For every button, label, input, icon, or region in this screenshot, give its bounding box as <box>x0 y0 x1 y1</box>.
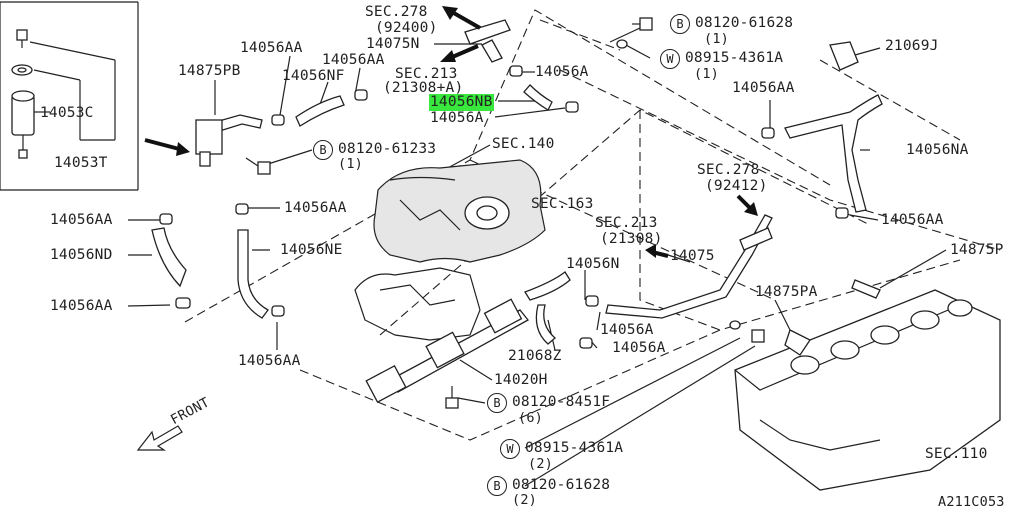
label-14056AA-right-mid: 14056AA <box>881 212 944 228</box>
bolt-symbol-b-top: B <box>670 14 690 34</box>
label-sec140: SEC.140 <box>492 136 555 152</box>
label-14056A-top: 14056A <box>535 64 589 80</box>
washer-symbol-w-bottom: W <box>500 439 520 459</box>
label-sec110: SEC.110 <box>925 446 988 462</box>
lower-manifold-outline <box>354 267 481 341</box>
label-14053T: 14053T <box>54 155 108 171</box>
label-14056A-mid-b: 14056A <box>612 340 666 356</box>
label-sec163: SEC.163 <box>531 196 594 212</box>
label-14056AA-bottom-left: 14056AA <box>238 353 301 369</box>
label-14056A-mid-a: 14056A <box>600 322 654 338</box>
label-14053C: 14053C <box>40 105 94 121</box>
label-14056AA-top-left: 14056AA <box>240 40 303 56</box>
label-14875PA: 14875PA <box>755 284 818 300</box>
direction-arrows <box>144 6 758 258</box>
label-14075: 14075 <box>670 248 715 264</box>
label-08120-8451F: 08120-8451F <box>512 394 611 410</box>
cylinder-head-sec110 <box>734 289 1001 491</box>
label-21068Z: 21068Z <box>508 348 562 364</box>
washer-symbol-w-top: W <box>660 49 680 69</box>
label-14875P: 14875P <box>950 242 1004 258</box>
label-qty-1-c: (1) <box>694 66 719 82</box>
label-08120-61628-bottom: 08120-61628 <box>512 477 611 493</box>
label-sec278-top: SEC.278 <box>365 4 428 20</box>
label-14075N: 14075N <box>366 36 420 52</box>
label-qty-6: (6) <box>518 410 543 426</box>
label-21308: (21308) <box>600 231 663 247</box>
label-qty-2-b: (2) <box>512 492 537 508</box>
label-08915-4361A-bottom: 08915-4361A <box>525 440 624 456</box>
label-14056AA-right-top: 14056AA <box>732 80 795 96</box>
label-sec213-top: SEC.213 <box>395 66 458 82</box>
label-14056AA-left-b: 14056AA <box>50 298 113 314</box>
bolt-symbol-b: B <box>313 140 333 160</box>
label-92400: (92400) <box>375 20 438 36</box>
label-14056AA-top-mid: 14056AA <box>322 52 385 68</box>
label-qty-2-a: (2) <box>528 456 553 472</box>
label-21308a: (21308+A) <box>383 80 464 96</box>
label-qty-1-b: (1) <box>704 31 729 47</box>
bolt-symbol-b-lower: B <box>487 393 507 413</box>
label-14056NB-highlighted: 14056NB <box>429 94 494 111</box>
label-14056AA-left-a: 14056AA <box>50 212 113 228</box>
label-sec278-mid: SEC.278 <box>697 162 760 178</box>
label-14056A-upper: 14056A <box>430 110 484 126</box>
bolt-symbol-b-bottom: B <box>487 476 507 496</box>
intake-manifold-sec140 <box>373 159 546 263</box>
front-arrow <box>136 425 183 451</box>
label-14056NA: 14056NA <box>906 142 969 158</box>
label-14875PB: 14875PB <box>178 63 241 79</box>
label-qty-1-a: (1) <box>338 156 363 172</box>
label-08915-4361A-top: 08915-4361A <box>685 50 784 66</box>
label-14056AA-center-left: 14056AA <box>284 200 347 216</box>
label-14056NF: 14056NF <box>282 68 345 84</box>
label-21069J: 21069J <box>885 38 939 54</box>
label-14056N: 14056N <box>566 256 620 272</box>
drawing-code: A211C053 <box>938 494 1005 510</box>
dashed-boundaries <box>184 9 1001 441</box>
label-14020H: 14020H <box>494 372 548 388</box>
label-08120-61233: 08120-61233 <box>338 141 437 157</box>
label-92412: (92412) <box>705 178 768 194</box>
label-08120-61628-top: 08120-61628 <box>695 15 794 31</box>
inset-box <box>0 1 139 191</box>
label-14056ND: 14056ND <box>50 247 113 263</box>
label-14056NE: 14056NE <box>280 242 343 258</box>
label-sec213-mid: SEC.213 <box>595 215 658 231</box>
hoses-and-pipes <box>151 17 883 409</box>
